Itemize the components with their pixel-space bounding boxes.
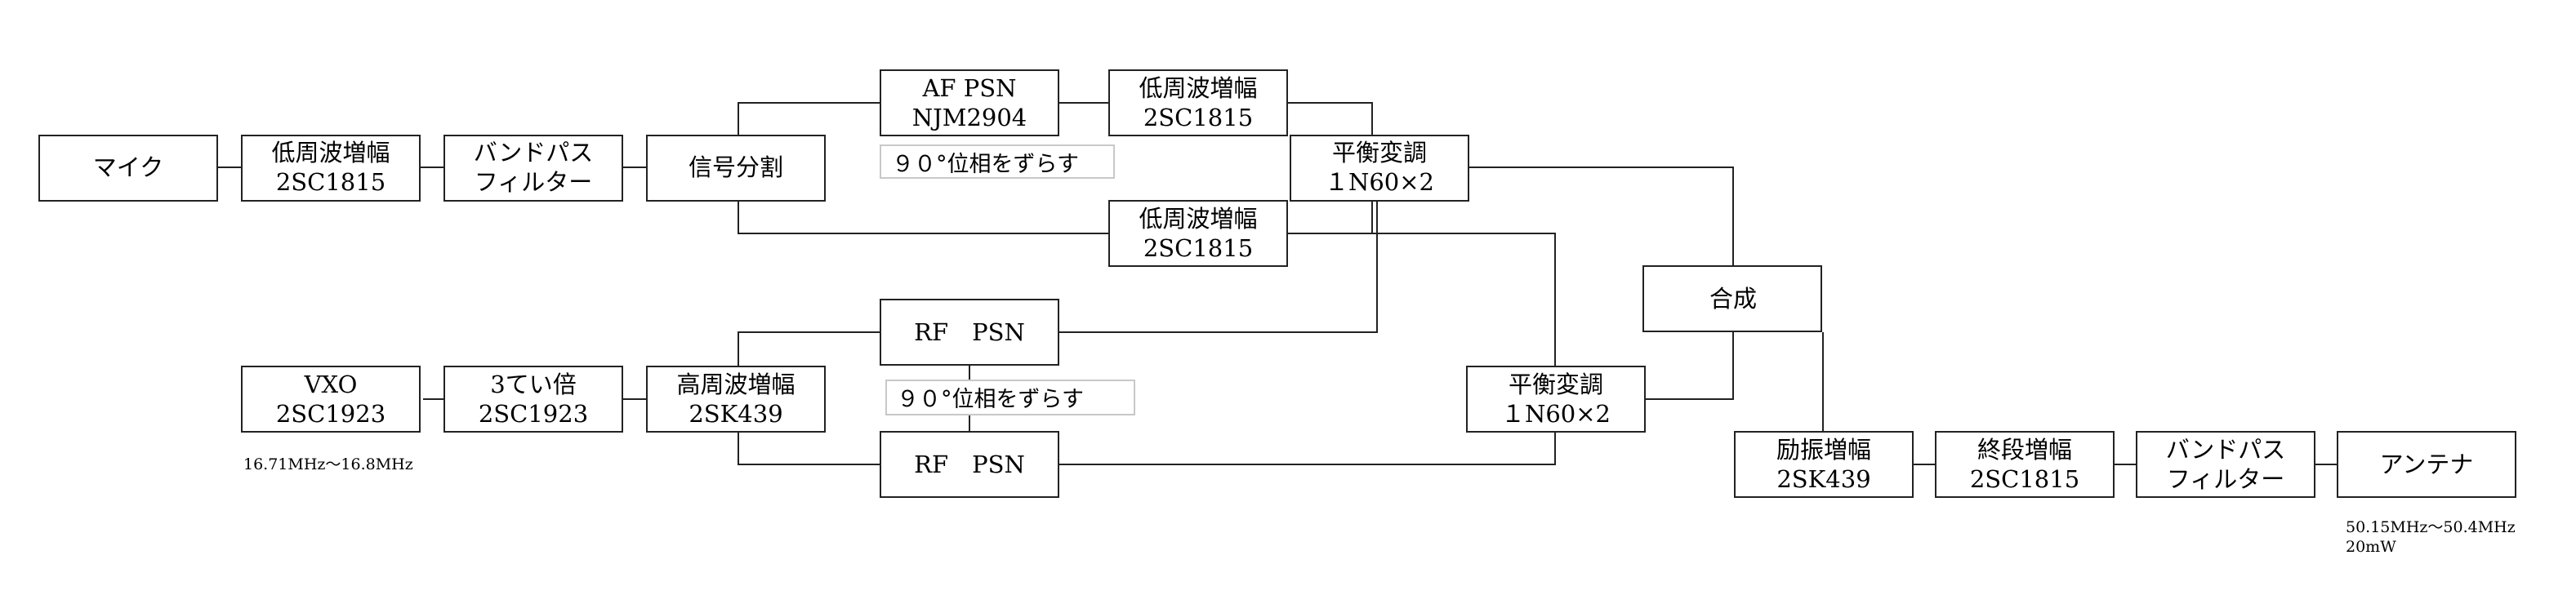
block-signal-splitter: 信号分割 [646, 135, 826, 202]
block-label-line: マイク [93, 153, 163, 181]
block-antenna: アンテナ [2337, 431, 2516, 498]
block-label-line: 励振増幅 [1776, 436, 1871, 464]
block-label-line: 2SC1815 [1143, 234, 1253, 262]
block-label-line: AF PSN [921, 74, 1016, 102]
block-mic: マイク [38, 135, 218, 202]
block-rf-psn-bottom: RF PSN [880, 431, 1059, 498]
block-label-line: 低周波増幅 [1139, 205, 1257, 233]
block-label-line: VXO [304, 371, 358, 398]
block-label-line: 2SC1923 [479, 400, 588, 428]
block-label-line: 3てい倍 [490, 371, 576, 398]
vxo-frequency-range: 16.71MHz～16.8MHz [243, 455, 413, 473]
block-label-line: 2SC1815 [1143, 104, 1253, 131]
block-label-line: RF PSN [914, 451, 1025, 478]
signal-wires [217, 102, 2338, 465]
block-rf-psn-top: RF PSN [880, 299, 1059, 366]
block-label-line: 終段増幅 [1977, 436, 2072, 464]
block-label-line: 2SC1815 [1970, 465, 2079, 493]
block-label-line: 2SC1923 [276, 400, 386, 428]
block-label-line: 信号分割 [689, 153, 783, 181]
block-label-line: フィルター [2167, 465, 2284, 493]
note-rf-phase-shift-text: ９０°位相をずらす [897, 387, 1084, 412]
block-label-line: バンドパス [474, 139, 593, 167]
block-label-line: 平衡変調 [1509, 371, 1603, 398]
output-frequency-range: 50.15MHz～50.4MHz [2346, 518, 2516, 536]
block-label-line: 合成 [1709, 285, 1757, 313]
block-label-line: NJM2904 [912, 104, 1027, 131]
block-label-line: 低周波増幅 [1139, 74, 1257, 102]
block-label-line: バンドパス [2166, 436, 2285, 464]
block-label-line: フィルター [475, 168, 592, 196]
block-combiner: 合成 [1642, 265, 1822, 332]
block-label-line: １N60×2 [1501, 400, 1611, 428]
note-rf-phase-shift: ９０°位相をずらす [885, 380, 1135, 415]
note-af-phase-shift-text: ９０°位相をずらす [892, 152, 1079, 177]
block-label-line: RF PSN [914, 318, 1025, 346]
block-label-line: 平衡変調 [1332, 139, 1427, 167]
block-label-line: １N60×2 [1325, 168, 1434, 196]
block-label-line: 2SK439 [1776, 465, 1870, 493]
output-power: 20mW [2346, 538, 2396, 556]
block-label-line: アンテナ [2380, 451, 2474, 478]
block-label-line: 低周波増幅 [271, 139, 390, 167]
note-af-phase-shift: ９０°位相をずらす [880, 144, 1115, 179]
block-label-line: 高周波増幅 [676, 371, 795, 398]
block-label-line: 2SC1815 [276, 168, 386, 196]
block-label-line: 2SK439 [689, 400, 782, 428]
